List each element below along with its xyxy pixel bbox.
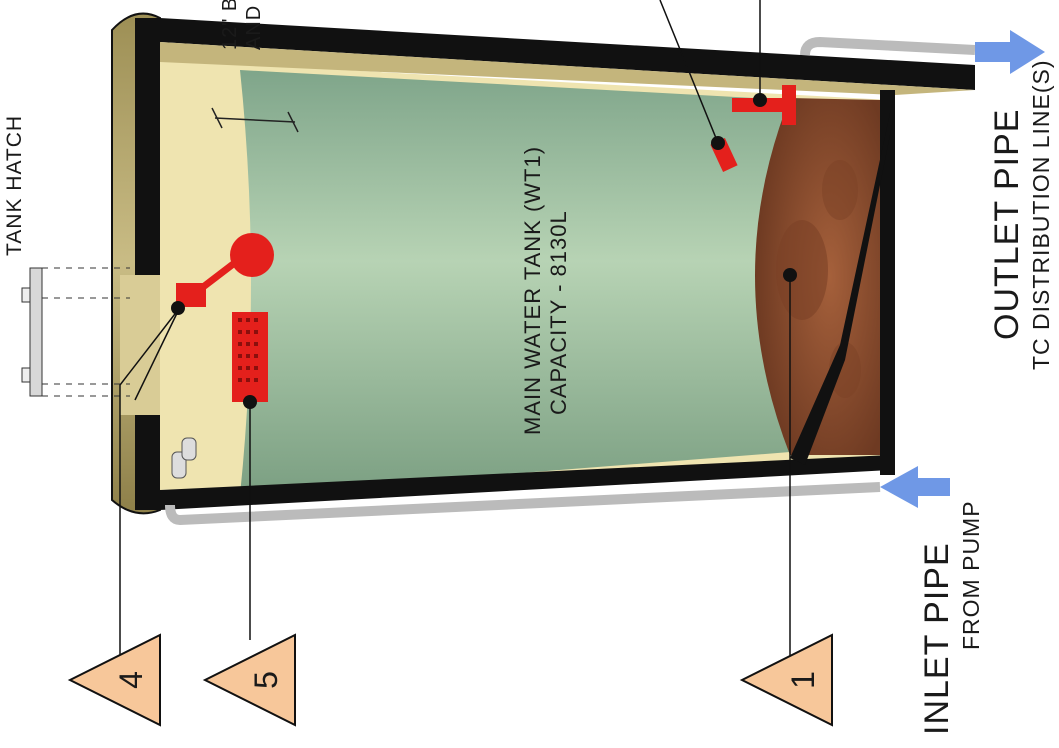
- callout-number-1: 1: [783, 660, 823, 700]
- hatch-opening: [120, 275, 160, 415]
- spacing-note-line1: 12" BET: [220, 0, 240, 50]
- inlet-pipe-subtitle: FROM PUMP: [960, 500, 983, 650]
- tank-capacity-label: CAPACITY - 8130L: [548, 210, 570, 415]
- tank-name-label: MAIN WATER TANK (WT1): [522, 146, 544, 435]
- leader-dot: [171, 301, 185, 315]
- outlet-pipe-title: OUTLET PIPE: [990, 109, 1024, 340]
- leader-dot: [243, 395, 257, 409]
- lid-rim: [135, 18, 160, 275]
- outlet-pipe: [805, 42, 975, 55]
- hatch-handle: [22, 368, 30, 382]
- sediment-lump: [776, 220, 828, 320]
- outlet-pipe-subtitle: TC DISTRIBUTION LINE(S): [1030, 59, 1053, 370]
- outlet-fitting: [782, 85, 796, 125]
- callout-number-4: 4: [111, 660, 151, 700]
- callout-number-5: 5: [246, 660, 286, 700]
- tank-hatch-label: TANK HATCH: [4, 115, 25, 256]
- inlet-pipe-title: INLET PIPE: [920, 542, 954, 735]
- leader-dot: [711, 136, 725, 150]
- spacing-note-line2: AND OVE: [244, 0, 264, 50]
- hatch-handle: [22, 288, 30, 302]
- vent-pipe: [182, 438, 196, 460]
- water-body: [240, 70, 790, 495]
- leader-dot: [783, 268, 797, 282]
- tank-base-slab: [880, 90, 895, 475]
- leader-dot: [753, 93, 767, 107]
- hatch-cover: [30, 268, 42, 396]
- float-ball: [230, 233, 274, 277]
- sediment-lump: [822, 160, 858, 220]
- lid-rim: [135, 415, 160, 510]
